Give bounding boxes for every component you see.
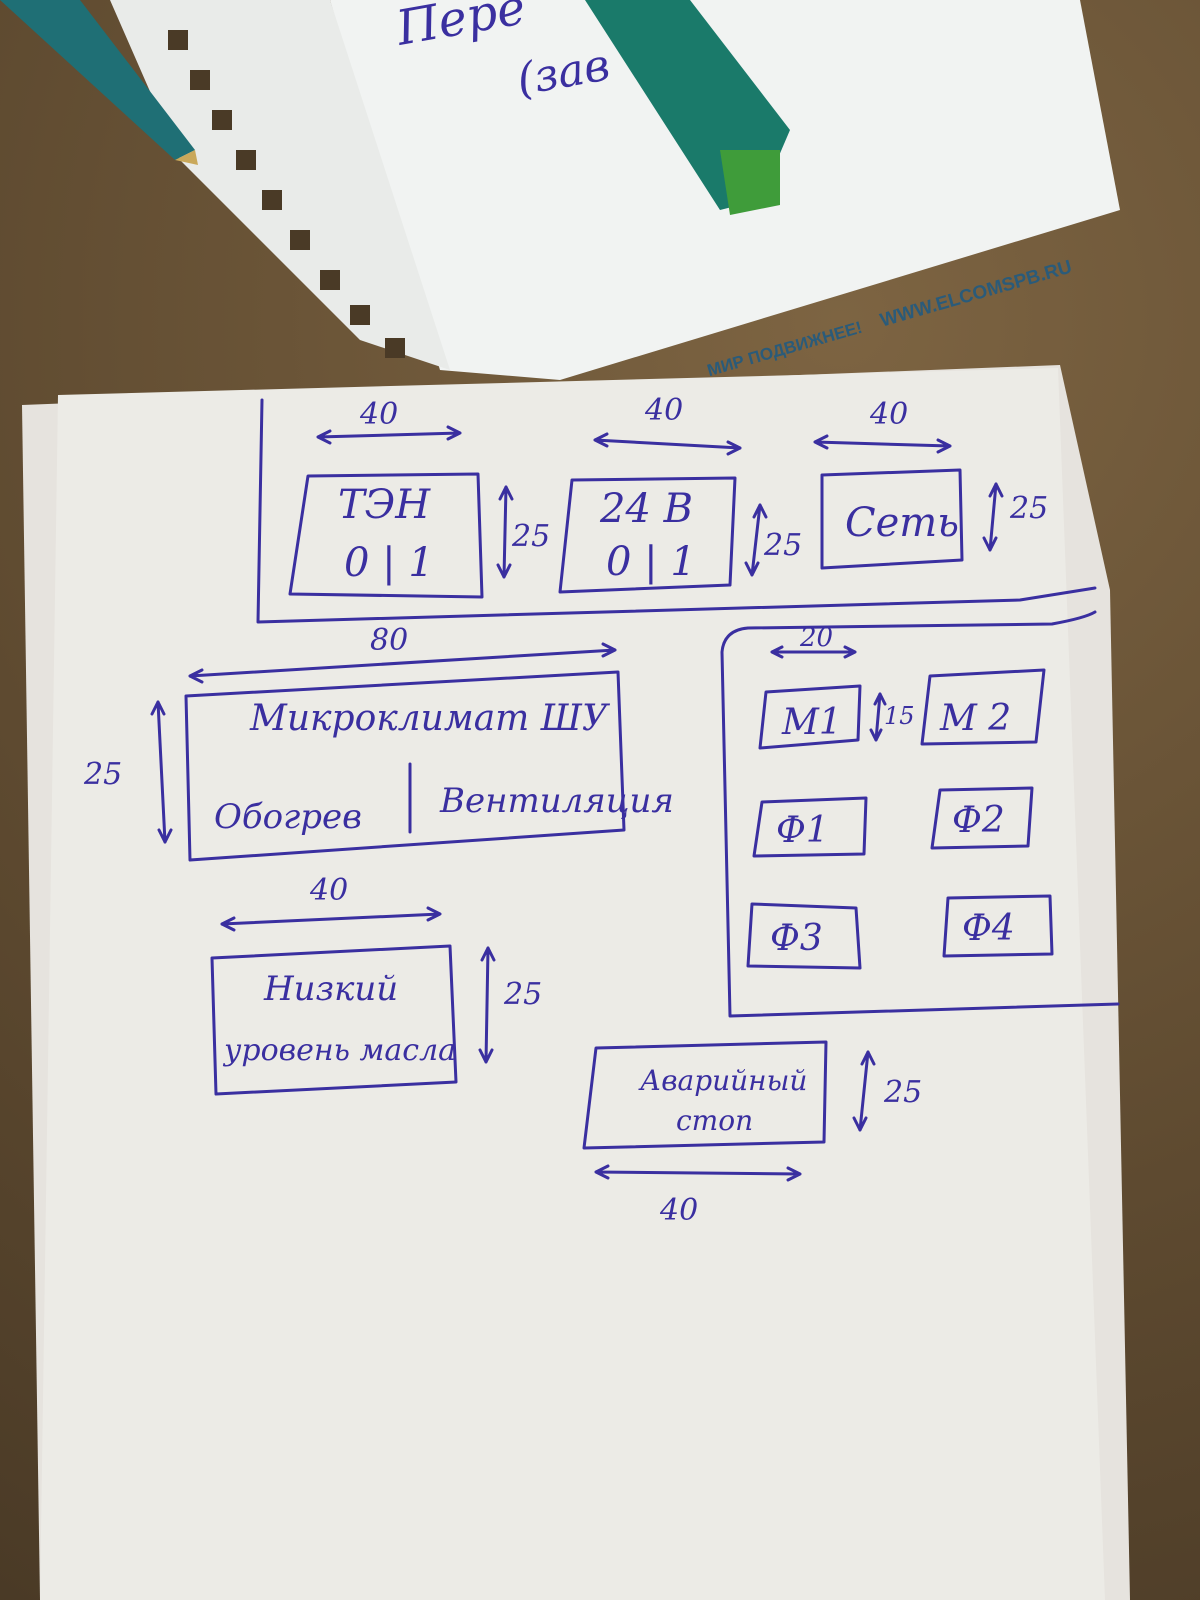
microclimate-height-dim: 25 [83, 757, 122, 792]
switch-mains-width-dim: 40 [869, 397, 908, 432]
switch-24v-label: 24 В [599, 486, 693, 532]
low-oil-width-dim: 40 [309, 873, 348, 908]
switch-ten: 40 ТЭН 0 | 1 25 [288, 397, 550, 599]
low-oil-indicator: 40 Низкий уровень масла 25 [210, 873, 542, 1096]
indicator-f1-label: Ф1 [776, 810, 829, 851]
torn-notebook-page [110, 0, 450, 370]
switch-mains-label: Сеть [845, 500, 959, 546]
indicator-m1-label: М1 [781, 702, 842, 743]
switch-ten-label: ТЭН [338, 482, 431, 528]
microclimate-block: 80 Микроклимат ШУ Обогрев Вентиляция 25 [83, 623, 674, 862]
indicator-f1: Ф1 [752, 796, 868, 858]
main-paper-sheet [22, 365, 1130, 1600]
indicator-f3: Ф3 [746, 902, 862, 970]
indicator-f2: Ф2 [930, 786, 1034, 850]
emergency-stop-width-dim: 40 [659, 1193, 698, 1228]
switch-mains: 40 Сеть 25 [813, 397, 1048, 570]
microclimate-width-dim: 80 [370, 623, 408, 658]
indicator-height-dim: 15 [884, 702, 915, 730]
switch-ten-width-dim: 40 [359, 397, 398, 432]
switch-24v: 40 24 В 0 | 1 25 [558, 393, 802, 594]
microclimate-heating-label: Обогрев [214, 797, 362, 837]
emergency-stop-line2: стоп [676, 1104, 753, 1137]
indicator-width-dim: 20 [799, 623, 833, 653]
indicator-m1: М1 [758, 684, 862, 750]
indicator-f4: Ф4 [942, 894, 1054, 958]
teal-pen-right [585, 0, 790, 215]
switch-ten-states: 0 | 1 [344, 540, 434, 586]
emergency-stop-line1: Аварийный [638, 1064, 807, 1097]
switch-24v-states: 0 | 1 [606, 539, 696, 585]
indicator-f2-label: Ф2 [952, 800, 1005, 841]
indicator-f4-label: Ф4 [962, 908, 1015, 949]
indicator-m2: М 2 [920, 668, 1046, 746]
switch-24v-width-dim: 40 [644, 393, 683, 428]
microclimate-ventilation-label: Вентиляция [439, 781, 674, 821]
teal-pen-left [0, 0, 198, 165]
low-oil-line1: Низкий [263, 969, 398, 1009]
panel-layout-diagram: 40 ТЭН 0 | 1 25 40 24 В 0 | 1 25 40 Сеть… [83, 393, 1120, 1228]
indicator-f3-label: Ф3 [770, 918, 823, 959]
low-oil-line2: уровень масла [222, 1033, 456, 1068]
indicator-group: 20 15 М1 М 2 Ф1 Ф2 Ф3 [720, 610, 1120, 1018]
switch-24v-height-dim: 25 [763, 528, 802, 563]
indicator-m2-label: М 2 [939, 698, 1011, 739]
microclimate-title: Микроклимат ШУ [249, 698, 611, 739]
top-group-border [256, 398, 1097, 624]
switch-mains-height-dim: 25 [1009, 491, 1048, 526]
emergency-stop: Аварийный стоп 25 40 [582, 1040, 922, 1228]
low-oil-height-dim: 25 [503, 977, 542, 1012]
emergency-stop-height-dim: 25 [883, 1075, 922, 1110]
switch-ten-height-dim: 25 [511, 519, 550, 554]
